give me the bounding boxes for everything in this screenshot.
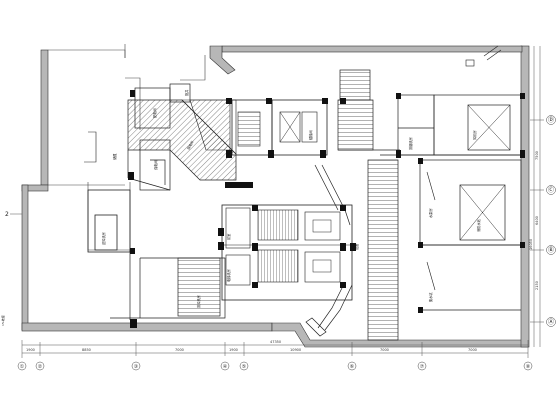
room-label-p: 管井 — [184, 90, 189, 96]
room-label-f: 排烟机房 — [408, 137, 413, 150]
columns — [128, 90, 525, 328]
dim-4: 1900 — [229, 348, 238, 352]
axis-bubble: ⑧ — [523, 361, 533, 371]
right-axes: Ⓓ Ⓒ Ⓑ Ⓐ — [546, 115, 556, 327]
axis-bubble: Ⓑ — [546, 245, 556, 255]
room-label-e: 排风机房 — [196, 295, 201, 308]
svg-text:③: ③ — [134, 364, 138, 370]
left-axis-label: 2 — [5, 211, 9, 218]
left-axis: 2 — [5, 211, 22, 218]
svg-text:Ⓐ: Ⓐ — [548, 318, 554, 326]
bottom-dimensions — [21, 340, 529, 358]
dim-5: 10900 — [290, 348, 301, 352]
room-label-o: 设备 — [354, 243, 359, 250]
room-label-c: 弱电间 — [186, 140, 195, 151]
svg-text:Ⓒ: Ⓒ — [548, 186, 554, 194]
svg-text:②: ② — [38, 364, 43, 370]
axis-bubble: ⑦ — [417, 361, 427, 371]
svg-text:Ⓑ: Ⓑ — [548, 246, 554, 254]
room-label-h: 水泵房 — [428, 208, 433, 218]
rdim-3: 2150 — [535, 281, 539, 290]
dim-7: 7000 — [468, 348, 477, 352]
svg-text:④: ④ — [223, 364, 228, 370]
room-label-k: 楼梯间 — [308, 130, 313, 140]
room-labels: 配电间 强电间 弱电间 送风机房 排风机房 排烟机房 风机房 水泵房 消防水池 … — [101, 90, 481, 308]
lower-left-rooms — [110, 250, 226, 320]
dim-3: 7000 — [175, 348, 184, 352]
rdim-2: 6400 — [535, 216, 539, 225]
axis-bubble: ① — [17, 361, 27, 371]
hatched-corridor — [127, 99, 237, 181]
axis-bubble: ⑥ — [347, 361, 357, 371]
axis-bubble: Ⓓ — [546, 115, 556, 125]
room-label-j: 集水坑 — [428, 292, 433, 302]
svg-text:①: ① — [20, 364, 25, 370]
outer-walls — [21, 45, 530, 348]
svg-text:Ⓓ: Ⓓ — [548, 116, 554, 124]
svg-text:⑦: ⑦ — [420, 364, 425, 370]
rdim-1: 7500 — [535, 151, 539, 160]
room-label-n: 储藏 — [112, 153, 117, 160]
bottom-axes: ① ② ③ ④ ⑤ ⑥ ⑦ ⑧ — [17, 361, 533, 371]
left-rooms — [127, 83, 191, 191]
door-swings — [426, 45, 502, 291]
dim-2: 8850 — [82, 348, 91, 352]
room-label-a: 配电间 — [152, 108, 157, 118]
right-rooms-upper — [380, 94, 522, 156]
axis-bubble: ⑤ — [239, 361, 249, 371]
mark-left — [84, 131, 97, 163]
long-stair — [367, 159, 399, 341]
dim-6: 7000 — [380, 348, 389, 352]
room-label-l: 前室 — [226, 234, 231, 240]
bottom-dimension-text: 47350 1900 8850 7000 1900 10900 7000 700… — [26, 340, 477, 352]
axis-bubble: ④ — [220, 361, 230, 371]
central-stair-block — [231, 99, 328, 156]
room-label-m: 电梯机房 — [226, 269, 231, 282]
upper-right-stair — [337, 69, 400, 151]
room-label-i: 消防水池 — [476, 218, 481, 232]
right-dimension-text: 16050 7500 6400 2150 — [529, 151, 539, 290]
rdim-overall: 16050 — [529, 239, 533, 250]
dim-overall: 47350 — [270, 340, 281, 344]
axis-bubble: Ⓒ — [546, 185, 556, 195]
axis-bubble: ② — [35, 361, 45, 371]
axis-bubble: ③ — [131, 361, 141, 371]
svg-text:⑥: ⑥ — [350, 364, 355, 370]
room-label-b: 强电间 — [153, 160, 158, 170]
central-core — [221, 204, 353, 301]
left-small-label: 1%坡度 — [0, 315, 5, 326]
room-label-g: 风机房 — [472, 130, 477, 140]
axis-bubble: Ⓐ — [546, 317, 556, 327]
left-box — [87, 189, 131, 253]
dim-1: 1900 — [26, 348, 35, 352]
room-label-d: 送风机房 — [101, 232, 106, 245]
right-rooms-middle — [419, 159, 522, 311]
right-dimensions — [530, 46, 544, 347]
svg-text:⑧: ⑧ — [526, 364, 531, 370]
svg-text:⑤: ⑤ — [242, 364, 246, 370]
